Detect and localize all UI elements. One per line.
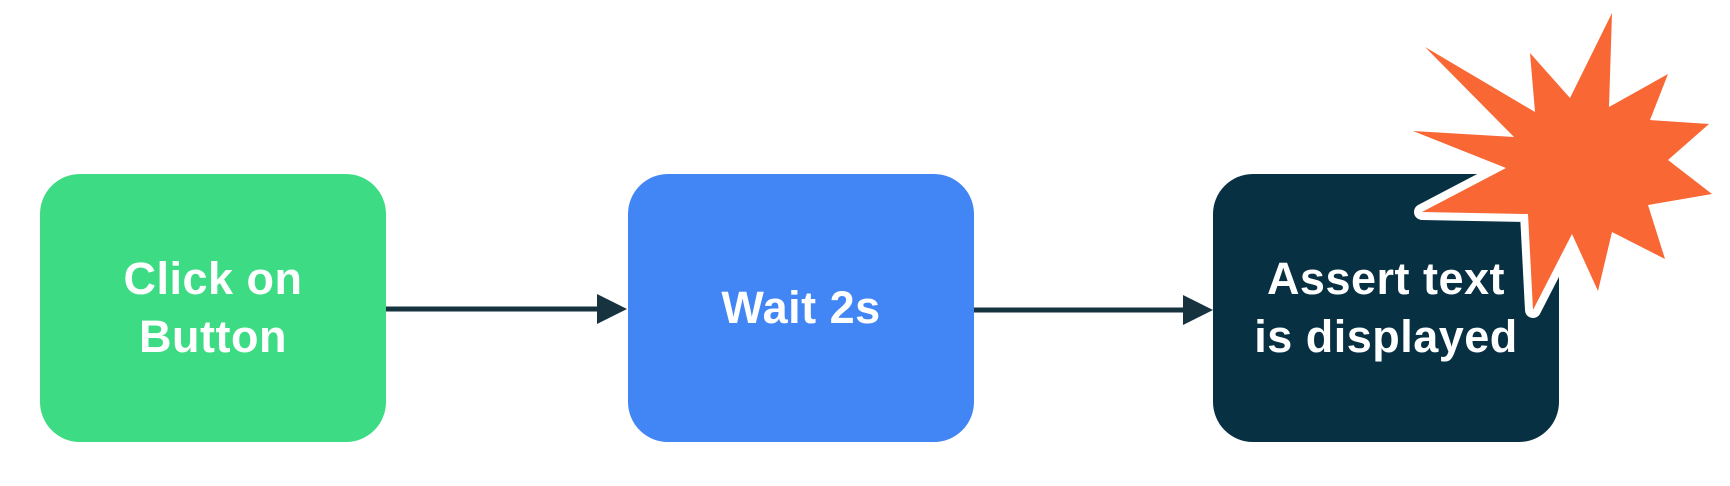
connector-arrow-1-head (597, 294, 627, 324)
node-click-on-button: Click on Button (40, 174, 386, 442)
node-assert-text: Assert text is displayed (1213, 174, 1559, 442)
connector-arrow-1 (386, 294, 627, 324)
connector-arrow-2 (974, 295, 1213, 325)
connector-arrow-2-head (1183, 295, 1213, 325)
node-wait-2s-label: Wait 2s (721, 281, 881, 333)
node-click-on-button-label: Click on Button (123, 252, 303, 363)
node-assert-text-label: Assert text is displayed (1254, 252, 1518, 363)
node-wait-2s: Wait 2s (628, 174, 974, 442)
